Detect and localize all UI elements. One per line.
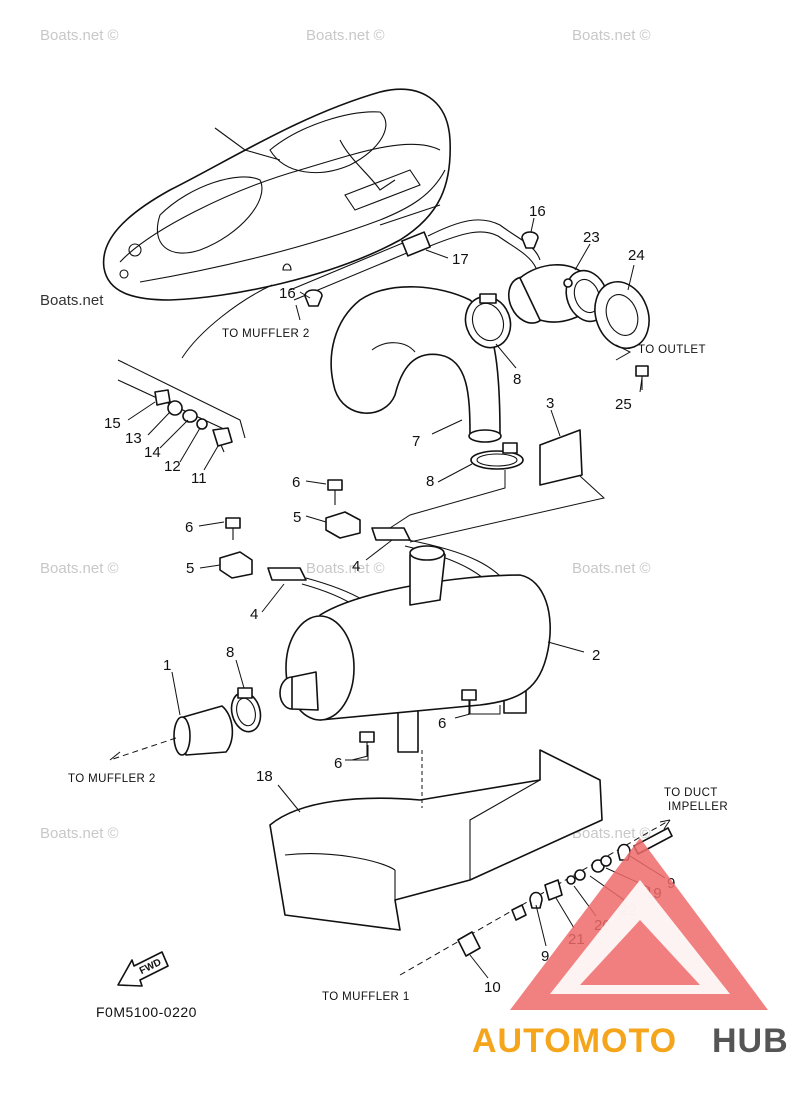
outlet-gasket-24 <box>594 281 650 349</box>
leader-lines <box>127 217 666 979</box>
callout-23: 23 <box>583 229 600 246</box>
callout-10: 10 <box>484 979 501 996</box>
callout-24: 24 <box>628 247 645 264</box>
note-to-muffler-1: TO MUFFLER 1 <box>322 991 410 1003</box>
forward-direction-arrow: FWD <box>117 951 169 987</box>
callout-15: 15 <box>104 415 121 432</box>
muffler-2 <box>279 545 551 721</box>
diagram-code: F0M5100-0220 <box>96 1004 197 1020</box>
hose-clamp-8-upper <box>464 293 512 349</box>
callout-14: 14 <box>144 444 161 461</box>
note-to-duct: TO DUCT <box>664 787 718 799</box>
watermark: Boats.net © <box>572 825 651 842</box>
callout-6: 6 <box>334 755 342 772</box>
callout-1: 1 <box>163 657 171 674</box>
note-to-outlet: TO OUTLET <box>638 344 706 356</box>
callout-18: 18 <box>256 768 273 785</box>
hose-clamp-8-middle <box>470 442 524 470</box>
callout-8: 8 <box>226 644 234 661</box>
bracket-5-b <box>219 551 253 579</box>
callout-16: 16 <box>279 285 296 302</box>
bolt-6-a <box>327 479 343 505</box>
callout-12: 12 <box>164 458 181 475</box>
callout-11: 11 <box>191 470 207 487</box>
strap-4-front <box>267 567 419 753</box>
callout-9: 9 <box>541 948 549 965</box>
callout-8: 8 <box>426 473 434 490</box>
callout-25: 25 <box>615 396 632 413</box>
hose-1 <box>109 705 234 761</box>
bolt-6-b <box>225 517 241 540</box>
watermark: Boats.net <box>40 292 104 309</box>
watercraft-illustration <box>102 88 452 301</box>
callout-5: 5 <box>186 560 194 577</box>
callout-6: 6 <box>292 474 300 491</box>
note-to-muffler-2-left: TO MUFFLER 2 <box>68 773 156 785</box>
clamp-16-upper <box>521 231 539 249</box>
bolt-6-d <box>359 731 375 756</box>
watermark: Boats.net © <box>306 560 385 577</box>
logo-text-hub: HUB <box>712 1022 789 1060</box>
callout-16: 16 <box>529 203 546 220</box>
callout-13: 13 <box>125 430 142 447</box>
note-to-muffler-2-top: TO MUFFLER 2 <box>222 328 310 340</box>
tray-18 <box>269 749 603 931</box>
clamp-16-lower <box>304 289 323 307</box>
pad-3 <box>539 429 583 486</box>
watermark: Boats.net © <box>572 560 651 577</box>
automotohub-logo: AUTOMOTO HUB <box>472 838 789 1060</box>
watermark: Boats.net © <box>40 27 119 44</box>
outlet-elbow-23 <box>507 264 609 324</box>
note-impeller: IMPELLER <box>668 801 728 813</box>
callout-4: 4 <box>250 606 258 623</box>
watermark: Boats.net © <box>40 560 119 577</box>
callout-4: 4 <box>352 558 360 575</box>
callout-2: 2 <box>592 647 600 664</box>
callout-7: 7 <box>412 433 420 450</box>
logo-text-automoto: AUTOMOTO <box>472 1022 677 1060</box>
watermark: Boats.net © <box>572 27 651 44</box>
callout-3: 3 <box>546 395 554 412</box>
watermark: Boats.net © <box>306 27 385 44</box>
mount-bracket-group <box>117 359 246 453</box>
callout-5: 5 <box>293 509 301 526</box>
hose-clamp-8-lower <box>230 687 262 733</box>
callout-8: 8 <box>513 371 521 388</box>
callout-6: 6 <box>185 519 193 536</box>
bracket-5-a <box>325 511 361 539</box>
watermark: Boats.net © <box>40 825 119 842</box>
callout-6: 6 <box>438 715 446 732</box>
bolt-6-c <box>461 689 477 714</box>
callout-17: 17 <box>452 251 469 268</box>
